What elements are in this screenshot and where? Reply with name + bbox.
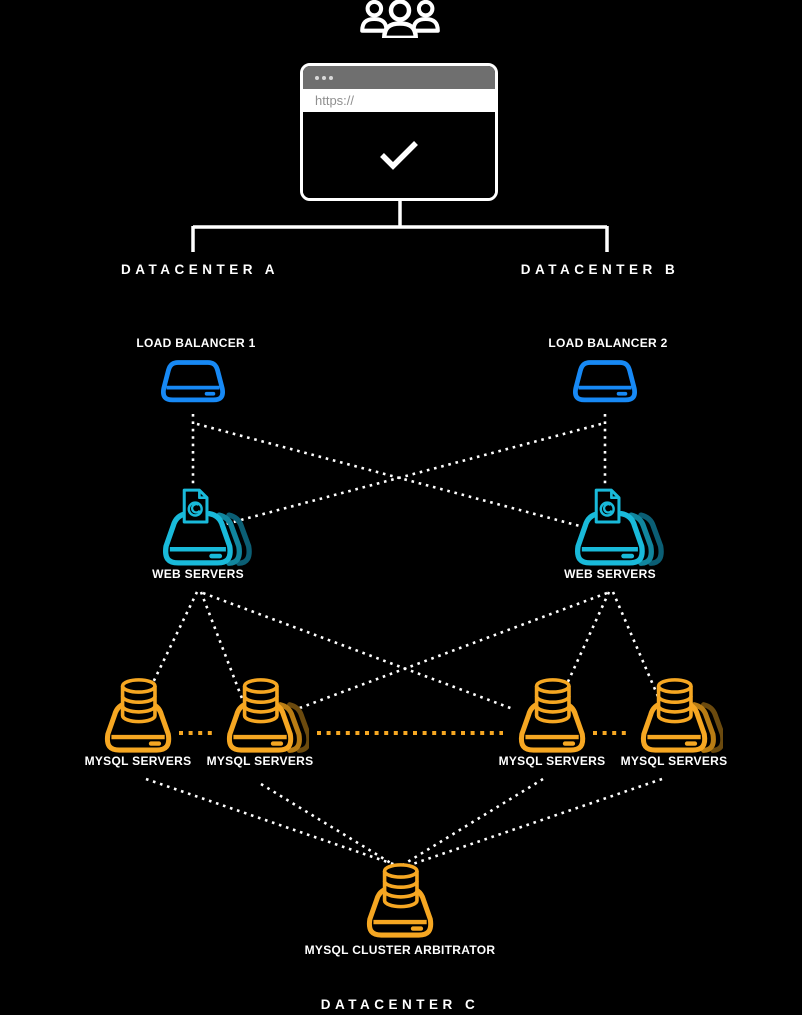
mysql-cluster-arbitrator-label: MYSQL CLUSTER ARBITRATOR — [304, 943, 496, 957]
datacenter-c-label: DATACENTER C — [320, 997, 480, 1012]
mysql-servers-2-icon — [214, 678, 309, 753]
load-balancer-1-label: LOAD BALANCER 1 — [136, 336, 256, 350]
window-dot-icon — [315, 75, 319, 80]
checkmark-icon — [380, 141, 418, 170]
mysql-servers-3-icon — [506, 678, 601, 753]
datacenter-split-lines — [191, 200, 609, 252]
mysql-servers-1-label: MYSQL SERVERS — [84, 754, 192, 768]
window-dot-icon — [329, 75, 333, 80]
mysql-servers-3-label: MYSQL SERVERS — [498, 754, 606, 768]
mysql-servers-2-label: MYSQL SERVERS — [206, 754, 314, 768]
mysql-cluster-arbitrator-icon — [354, 863, 449, 938]
web-servers-2-icon — [572, 488, 672, 566]
browser-content — [303, 112, 495, 198]
window-dot-icon — [322, 75, 326, 80]
web-servers-1-label: WEB SERVERS — [152, 567, 244, 581]
datacenter-b-label: DATACENTER B — [520, 262, 680, 277]
url-text: https:// — [315, 93, 355, 108]
users-group-icon — [360, 0, 440, 38]
web-servers-1-icon — [160, 488, 260, 566]
web-servers-2-label: WEB SERVERS — [564, 567, 656, 581]
mysql-servers-4-icon — [628, 678, 723, 753]
dotted-links — [144, 414, 663, 870]
datacenter-a-label: DATACENTER A — [121, 262, 279, 277]
load-balancer-2-label: LOAD BALANCER 2 — [548, 336, 668, 350]
load-balancer-2-icon — [571, 357, 639, 406]
load-balancer-1-icon — [159, 357, 227, 406]
mysql-servers-1-icon — [92, 678, 187, 753]
browser-titlebar — [303, 66, 495, 89]
mysql-servers-4-label: MYSQL SERVERS — [620, 754, 728, 768]
browser-address-bar: https:// — [303, 89, 495, 112]
browser-window: https:// — [300, 63, 498, 201]
